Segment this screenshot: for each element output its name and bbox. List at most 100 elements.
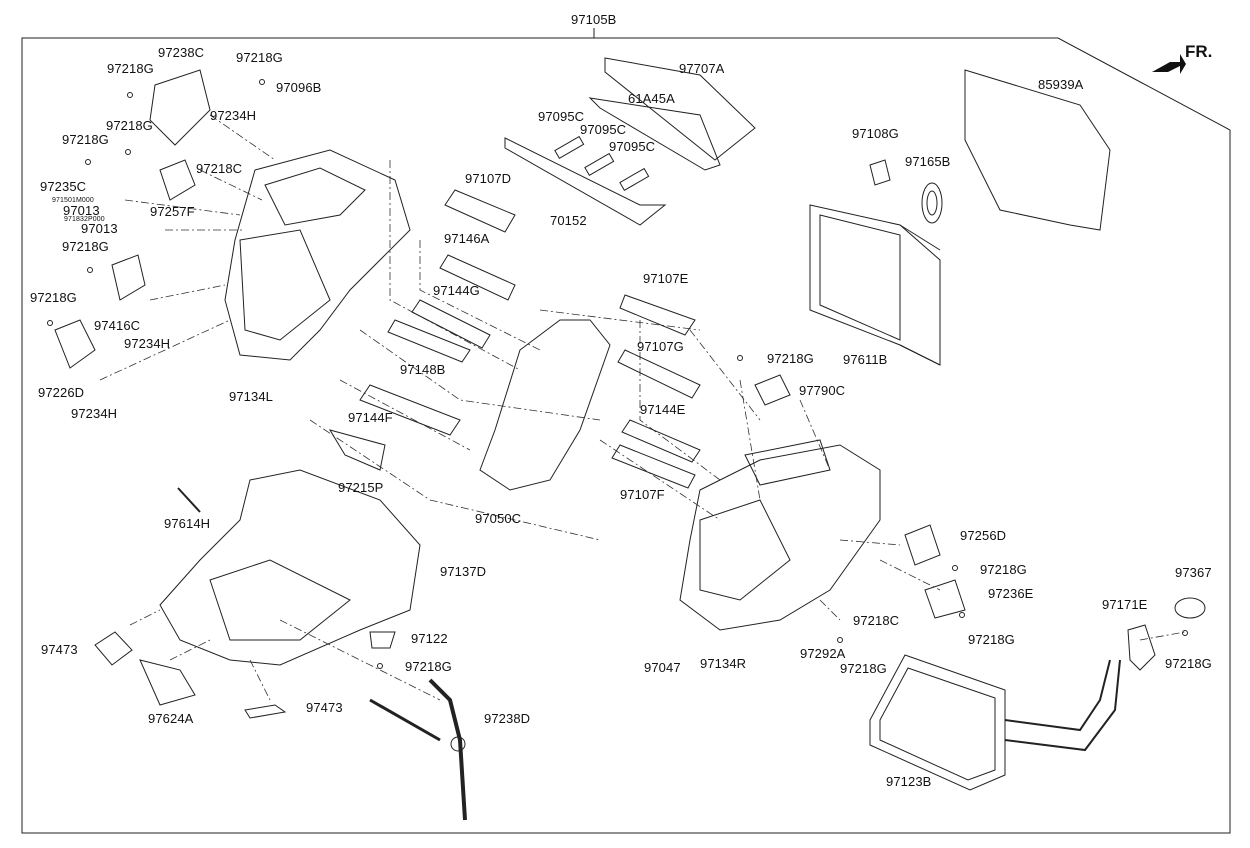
part-label: 85939A [1038,77,1084,92]
part-label: 97218G [107,61,154,76]
part-label: 97218G [30,290,77,305]
pad-97095C-2 [584,152,615,177]
screw-icon [737,355,743,361]
filter-frame-97707A [604,57,756,161]
screw-icon [959,612,965,618]
diagram-frame [21,37,1231,834]
duct-85939A [964,69,1111,231]
part-label: 97171E [1102,597,1148,612]
part-label: 97238C [158,45,205,60]
bracket-97122 [369,631,396,649]
part-label: 97256D [960,528,1007,543]
part-label: 97123B [886,774,932,789]
case-97134R [679,444,881,631]
part-label: 97226D [38,385,85,400]
seal-97165B [921,182,943,224]
part-label: 97367 [1175,565,1212,580]
part-label: 97107E [643,271,689,286]
part-label: 97107G [637,339,684,354]
part-label: 97107F [620,487,665,502]
screw-icon [127,92,133,98]
part-label: 97144G [433,283,480,298]
lower-case-97137D [159,469,421,666]
part-label: 97218C [853,613,900,628]
screw-icon [47,320,53,326]
part-label: 97165B [905,154,951,169]
part-label: 97614H [164,516,211,531]
actuator-97215P [328,429,386,471]
part-label: 97134L [229,389,273,404]
part-label: 97146A [444,231,490,246]
part-label: 70152 [550,213,587,228]
part-label: 97218G [62,239,109,254]
actuator-97226D [54,319,96,369]
actuator-97238C [149,69,211,146]
screw-icon [87,267,93,273]
part-label: 97218G [106,118,153,133]
part-label: 97218G [1165,656,1212,671]
door-97146A [439,254,516,301]
part-label: 97218G [236,50,283,65]
bracket-97790C [754,374,791,406]
part-label: 97235C [40,179,87,194]
part-label: 97257F [150,204,195,219]
part-label: 97215P [338,480,384,495]
pad-97095C-3 [619,167,650,192]
seal-97367 [1174,597,1206,619]
part-label: 97234H [210,108,257,123]
screw-icon [85,159,91,165]
part-label: 97134R [700,656,747,671]
part-label: 97108G [852,126,899,141]
hose-97238D [428,678,467,821]
door-97107D [444,189,516,233]
part-label: 97234H [124,336,171,351]
screw-icon [952,565,958,571]
part-label: 97095C [580,122,627,137]
screw-icon [125,149,131,155]
seal-97624A [139,659,196,706]
part-label: 97047 [644,660,681,675]
front-arrow-icon [1152,54,1186,74]
screw-icon [1182,630,1188,636]
seal-61A45A [588,97,721,171]
screw-icon [259,79,265,85]
part-label: 97473 [41,642,78,657]
part-label: 97218G [980,562,1027,577]
seal-97473-b [244,704,287,719]
part-label: 97218C [196,161,243,176]
seal-70152 [504,137,667,226]
part-label: 97144E [640,402,686,417]
actuator-97256D [904,524,941,566]
part-label-small: 971832P000 [64,216,105,223]
actuator-97416C [111,254,146,301]
door-97144G [411,299,491,349]
housing-97050C [479,319,611,491]
part-label: 97416C [94,318,141,333]
door-97107E [619,294,696,336]
pad-97095C-1 [554,135,585,160]
part-label: 97236E [988,586,1034,601]
part-label: 97238D [484,711,531,726]
part-label-small: 971501M000 [52,197,94,204]
part-label: 97218G [62,132,109,147]
part-label: 97292A [800,646,846,661]
assembly-label: 97105B [571,12,617,27]
part-label: 97096B [276,80,322,95]
seal-97108G [869,159,891,186]
actuator-97257F [159,159,196,201]
part-label: 97473 [306,700,343,715]
part-label: 97707A [679,61,725,76]
door-97144E [621,419,701,463]
part-label: 97790C [799,383,846,398]
actuator-97236E [924,579,966,619]
part-label: 97107D [465,171,512,186]
screw-97614H [177,487,201,513]
part-label: 97122 [411,631,448,646]
part-label: 97095C [609,139,656,154]
bracket-97171E [1127,624,1156,671]
door-97107G [617,349,701,399]
seal-97473-a [94,631,133,666]
part-label: 97234H [71,406,118,421]
